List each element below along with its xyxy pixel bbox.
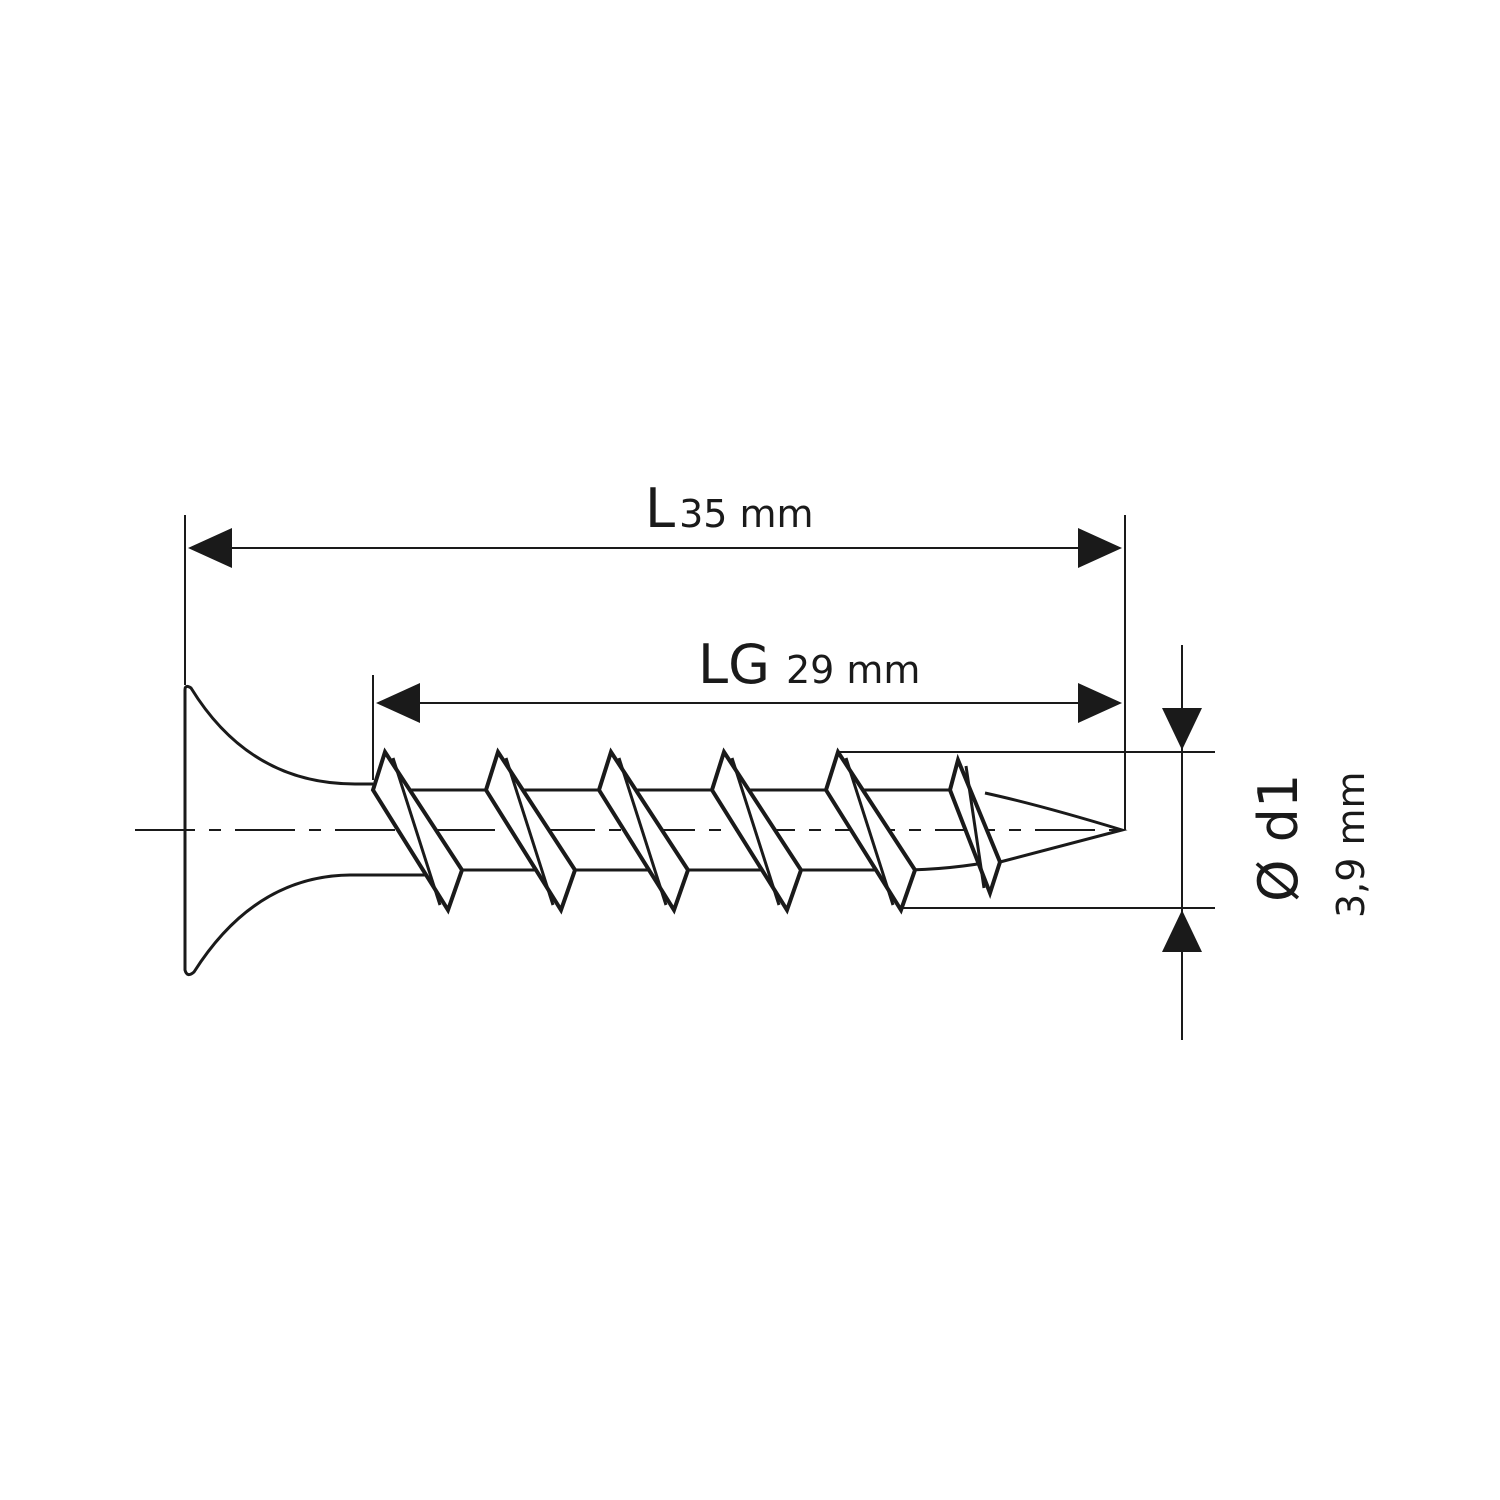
thread-edge bbox=[844, 757, 895, 906]
diameter-dimension: Ø d1 3,9 mm bbox=[838, 645, 1373, 1040]
arrowhead-right-icon bbox=[1078, 528, 1122, 568]
screw-head bbox=[183, 684, 430, 977]
diameter-value: 3,9 mm bbox=[1329, 771, 1373, 918]
arrowhead-right-icon bbox=[1078, 683, 1122, 723]
screw-threads bbox=[370, 747, 1003, 915]
thread-edge bbox=[964, 765, 986, 889]
thread-length-symbol: LG bbox=[698, 633, 770, 696]
svg-text:L35 mm: L35 mm bbox=[645, 477, 814, 540]
thread-edge bbox=[391, 757, 442, 906]
arrowhead-up-icon bbox=[1162, 910, 1202, 952]
thread-length-dimension: LG 29 mm bbox=[372, 633, 1122, 780]
thread-length-value: 29 mm bbox=[786, 648, 920, 692]
thread-edge bbox=[504, 757, 555, 906]
arrowhead-left-icon bbox=[188, 528, 232, 568]
length-value: 35 mm bbox=[679, 492, 813, 536]
diameter-symbol: Ø d1 bbox=[1247, 774, 1310, 902]
thread-edge bbox=[617, 757, 668, 906]
length-symbol: L bbox=[645, 477, 675, 540]
arrowhead-left-icon bbox=[376, 683, 420, 723]
thread-edge bbox=[730, 757, 781, 906]
arrowhead-down-icon bbox=[1162, 708, 1202, 750]
